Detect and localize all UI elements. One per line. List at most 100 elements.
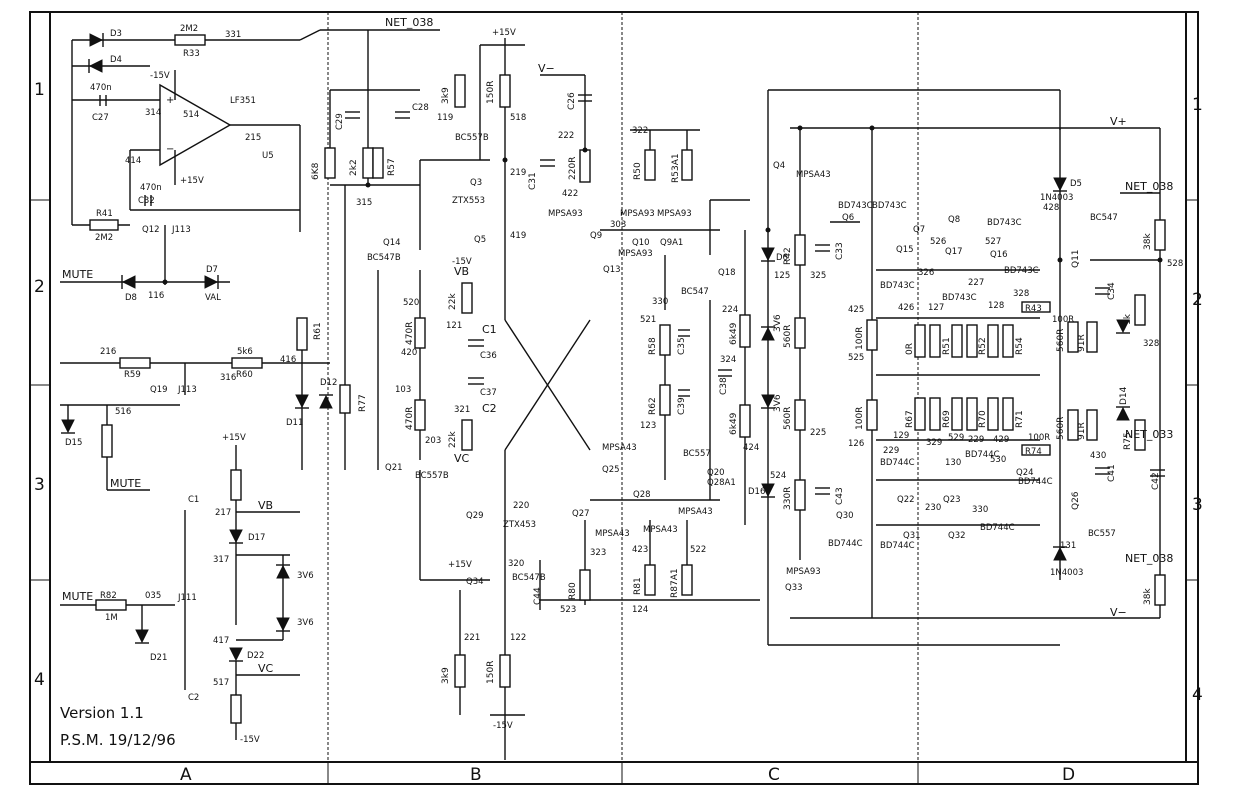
author-date-text: P.S.M. 19/12/96	[60, 731, 176, 749]
resistor-r201	[1154, 219, 1166, 251]
ref-r80: R80	[568, 582, 578, 600]
type-q15: BD743C	[880, 281, 915, 291]
diode-d18	[1053, 546, 1067, 561]
node-121: 422	[562, 189, 578, 199]
vb-label-a: VB	[258, 499, 273, 512]
resistor-r61	[339, 384, 351, 414]
ref-d8: D8	[125, 293, 137, 303]
ref-c36: C36	[480, 351, 497, 361]
resistor-r206	[1154, 574, 1166, 606]
node-122: 123	[640, 421, 656, 431]
val-r201: 38k	[1143, 233, 1153, 250]
resistor-r69	[951, 397, 963, 431]
node-516: 516	[115, 407, 131, 417]
type-q10b: MPSA93	[657, 209, 692, 219]
opamp-plus: +	[166, 95, 174, 106]
type-q34: BC547B	[512, 573, 546, 583]
val-r41: 2M2	[95, 233, 113, 243]
ref-c27: C27	[92, 113, 109, 123]
resistor-r45b	[1134, 294, 1146, 326]
val-r83: 3k9	[441, 667, 451, 684]
resistor-r57	[296, 317, 308, 351]
ref-q28: Q28	[633, 490, 651, 500]
ref-q9: Q9	[590, 231, 602, 241]
column-label-c: C	[768, 765, 780, 785]
resistor-r80	[579, 569, 591, 601]
ref-r61: R77	[358, 394, 368, 412]
resistor-r60	[231, 357, 263, 369]
type-q29: ZTX453	[503, 520, 536, 530]
val-r72: 560R	[1056, 417, 1066, 440]
val-c27: 470n	[90, 83, 112, 93]
ref-r43: R43	[1025, 304, 1042, 314]
type-q26: BC557	[1088, 529, 1116, 539]
node-517: 517	[213, 678, 229, 688]
emitter-resistor-bank-bottom	[914, 397, 1014, 431]
diode-d13	[761, 326, 775, 341]
ref-r50: R50	[633, 162, 643, 180]
type-q9: MPSA93	[548, 209, 583, 219]
ref-q25: Q25	[602, 465, 620, 475]
resistor-r64	[739, 404, 751, 438]
ref-d21: D21	[150, 653, 167, 663]
ref-d3: D3	[110, 29, 122, 39]
val-r49: 100R	[855, 327, 865, 350]
ref-q27: Q27	[572, 509, 590, 519]
val-r59b: 0R	[905, 343, 915, 355]
net-038-bottom: NET_038	[1125, 552, 1173, 565]
resistor-r53a1	[681, 149, 693, 181]
vc-label-b: VC	[454, 452, 470, 465]
ref-d4: D4	[110, 55, 122, 65]
junction-c2	[797, 125, 803, 131]
node-428: 429	[993, 435, 1009, 445]
resistor-r73	[1086, 409, 1098, 441]
ref-d22: D22	[247, 651, 264, 661]
ref-q5: Q5	[474, 235, 486, 245]
resistor-r37	[362, 147, 374, 179]
ref-d14: D14	[1119, 386, 1129, 405]
ref-r42: R42	[783, 247, 793, 265]
diode-type-d5: 1N4003	[1040, 193, 1073, 203]
ref-c43: C43	[835, 487, 845, 505]
node-529: 530	[990, 455, 1006, 465]
val-label: VAL	[205, 293, 221, 303]
resistor-r54	[1002, 324, 1014, 358]
node-331: 331	[225, 30, 241, 40]
node-523: 125	[774, 271, 790, 281]
ref-d15: D15	[65, 438, 82, 448]
opamp-u5	[159, 83, 232, 167]
node-318: 420	[401, 348, 417, 358]
type-q3: ZTX553	[452, 196, 485, 206]
diode-d15	[61, 419, 75, 434]
node-518: 203	[425, 436, 441, 446]
resistor-r39	[579, 149, 591, 183]
v-minus-label: V−	[1110, 606, 1127, 619]
ref-r58: R58	[648, 337, 658, 355]
ref-d7: D7	[206, 265, 218, 275]
node-119: 103	[395, 385, 411, 395]
diode-d12	[319, 394, 333, 409]
resistor-r38	[372, 147, 384, 179]
ref-q10: Q10	[632, 238, 650, 248]
mute-label-3: MUTE	[62, 590, 93, 603]
resistor-r81	[644, 564, 656, 596]
net-038-top: NET_038	[385, 16, 433, 29]
type-bd743c-a: BD743C	[872, 201, 907, 211]
version-text: Version 1.1	[60, 704, 144, 722]
resistor-r84	[499, 654, 511, 688]
column-label-b: B	[470, 765, 482, 785]
node-530: 131	[1060, 541, 1076, 551]
node-321: 303	[610, 220, 626, 230]
junction-c1	[765, 227, 771, 233]
diode-d3	[89, 33, 104, 47]
resistor-r67	[914, 397, 926, 431]
resistor-r35	[499, 74, 511, 108]
val-r65: 560R	[783, 407, 793, 430]
resistor-r68	[929, 397, 941, 431]
column-label-d: D	[1062, 765, 1075, 785]
ref-r75: R75	[1123, 432, 1133, 450]
resistor-r77	[101, 424, 113, 458]
resistor-r70	[987, 397, 999, 431]
type-bd744c-a: BD744C	[880, 458, 915, 468]
ref-r82: R82	[100, 591, 117, 601]
